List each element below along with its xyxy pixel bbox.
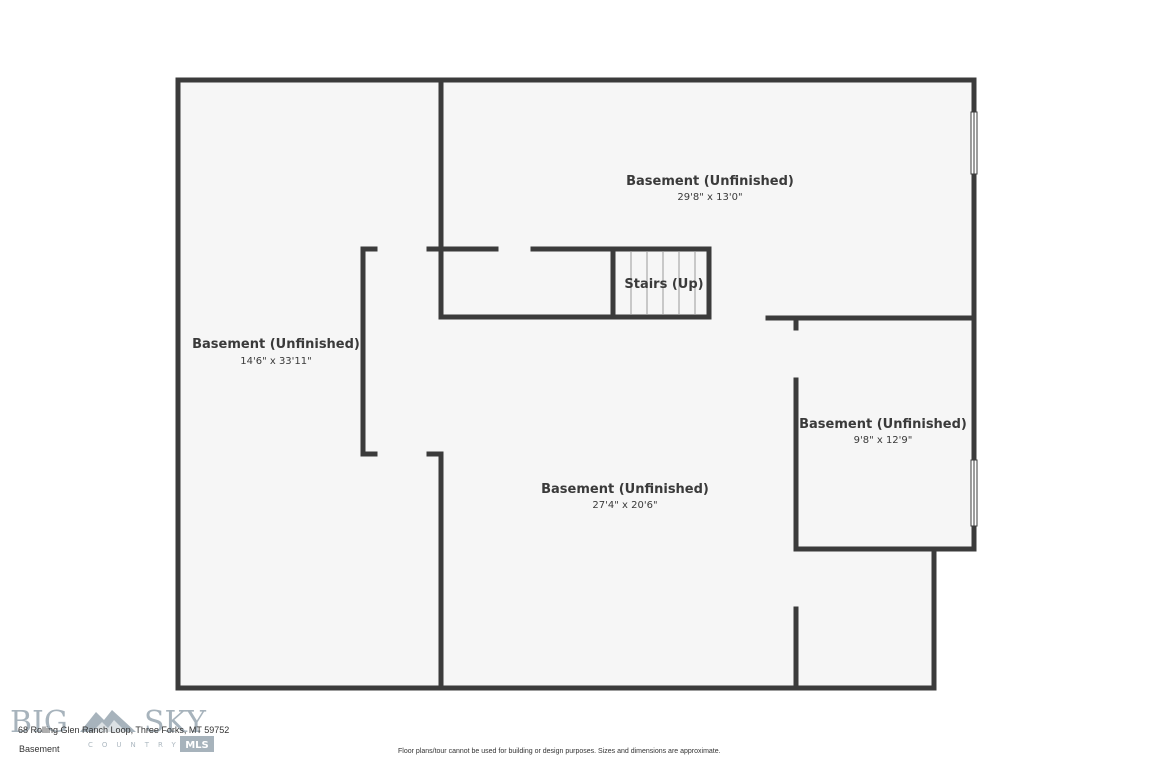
room-dims-right-small: 9'8" x 12'9" [854, 435, 913, 446]
mountain-icon [80, 710, 136, 732]
mls-badge [180, 736, 214, 752]
mls-badge-text: MLS [185, 740, 209, 751]
room-label-top-right: Basement (Unfinished) [626, 174, 794, 189]
floor-name: Basement [19, 744, 60, 754]
logo-text-left: BIG [10, 705, 68, 740]
wall [360, 246, 378, 457]
property-address: 68 Rolling Glen Ranch Loop, Three Forks,… [18, 725, 230, 735]
big-sky-mls-logo: BIG SKY COUNTRY MLS [10, 705, 214, 752]
logo-sub: COUNTRY [88, 741, 185, 749]
walls [175, 77, 977, 691]
windows [970, 111, 978, 527]
room-label-right-small: Basement (Unfinished) [799, 417, 967, 432]
logo-text-right: SKY [144, 705, 207, 740]
stair-treads [630, 252, 696, 314]
room-dims-top-right: 29'8" x 13'0" [677, 192, 742, 203]
room-dims-left: 14'6" x 33'11" [240, 356, 312, 367]
room-label-center: Basement (Unfinished) [541, 482, 709, 497]
room-dims-center: 27'4" x 20'6" [592, 500, 657, 511]
floor-area [178, 80, 974, 688]
room-label-left: Basement (Unfinished) [192, 337, 360, 352]
stairs-label: Stairs (Up) [624, 277, 703, 292]
disclaimer: Floor plans/tour cannot be used for buil… [398, 748, 721, 755]
